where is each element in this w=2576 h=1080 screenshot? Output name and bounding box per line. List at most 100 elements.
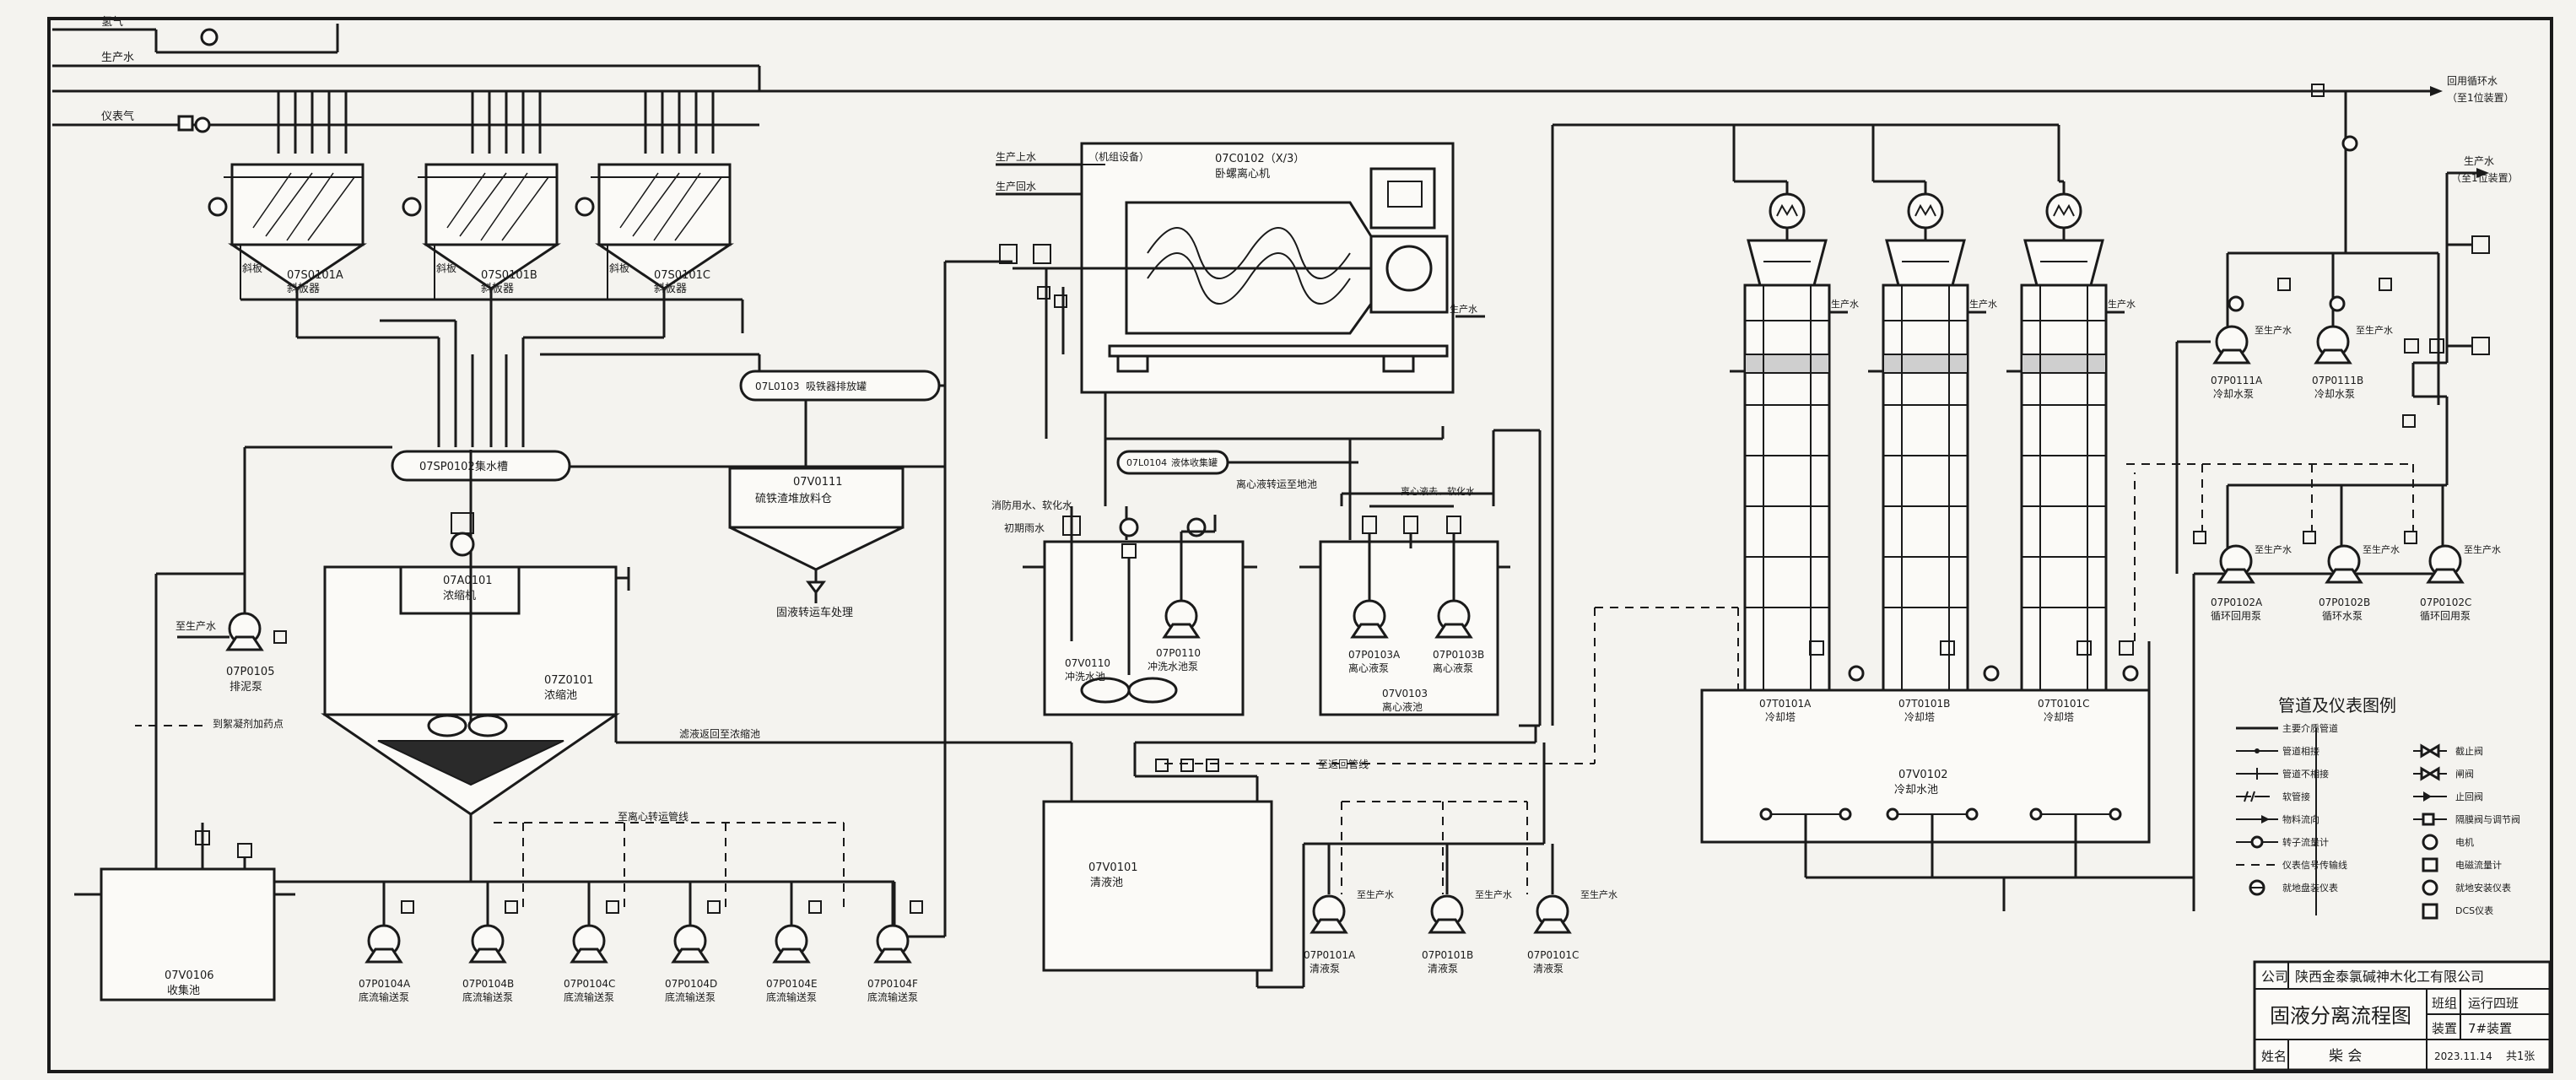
centrifuge-name: 卧螺离心机 [1215,167,1270,181]
low-pool-name: 收集池 [167,984,200,997]
clear-pump-a-tag: 07P0101A [1304,949,1356,961]
thickener-b-name: 斜板器 [481,283,514,295]
circ-bottom-b-tag: 07P0102B [2319,597,2370,608]
legend-left-1: 管道相接 [2282,745,2319,757]
legend-left-3: 软管接 [2282,791,2310,802]
sludge-note: 到絮凝剂加药点 [213,717,284,730]
circ-pumps-bottom [2126,397,2465,584]
thickener-07s0101b [402,91,561,308]
drawing-date: 2023.11.14 [2434,1050,2492,1062]
cooling-tower-c [2006,180,2125,692]
centrifuge-note: （机组设备） [1088,151,1149,163]
thickener-c-tag: 07S0101C [654,269,710,282]
inlet-3-label: 仪表气 [101,110,134,123]
title-block [2253,960,2552,1072]
clear-pump-c-tag: 07P0101C [1527,949,1579,961]
sump-left-note-1: 消防用水、软化水 [991,499,1072,511]
legend-left-6: 仪表信号传输线 [2282,859,2347,871]
clear-pump-c-name: 清液泵 [1533,962,1563,975]
clear-pump-b-tag: 07P0101B [1422,949,1473,961]
cold-pool-07v0102 [1700,472,2195,911]
slurry-pump-f-tag: 07P0104F [867,978,918,990]
mixer-tag: 07A0101 [443,575,493,587]
sludge-pump-name: 排泥泵 [230,681,262,694]
sump-07v0110 [1023,506,1257,716]
sludge-pump-tag: 07P0105 [226,666,274,678]
circ-top-b-tag: 07P0111B [2312,375,2363,386]
centrifuge-outlet-tank [1104,426,1445,540]
header-tank-name: 集水槽 [475,460,508,473]
slurry-pump-a-tag: 07P0104A [359,978,411,990]
slurry-pump-c [570,882,619,964]
inlet-1-label: 氢气 [101,15,123,29]
clear-pool-name: 清液池 [1090,877,1123,889]
thickener-b-side: 斜板 [436,262,456,274]
circ-bottom-a-feed: 至生产水 [2255,543,2292,555]
slurry-pump-a-name: 底流输送泵 [359,991,409,1003]
thickener-a-side: 斜板 [242,262,262,274]
device-label: 装置 [2432,1021,2457,1036]
circ-bottom-b-name: 循环水泵 [2322,610,2363,622]
legend-left-2: 管道不相接 [2282,768,2329,780]
clear-pump-c-feed: 至生产水 [1580,888,1617,900]
sump-right-pump-b-name: 离心液泵 [1433,662,1473,674]
circ-top-a-tag: 07P0111A [2211,375,2263,386]
thickener-a-name: 斜板器 [287,283,320,295]
clear-pump-a-feed: 至生产水 [1357,888,1394,900]
legend-title: 管道及仪表图例 [2278,695,2396,716]
sump-right-pump-a-name: 离心液泵 [1348,662,1389,674]
pool-07v0106 [74,823,295,1002]
class-label: 班组 [2432,996,2457,1011]
clear-pump-b-name: 清液泵 [1428,962,1458,975]
name-label: 姓名 [2261,1049,2287,1064]
thickener-a-tag: 07S0101A [287,269,343,282]
sump-left-note-2: 初期雨水 [1004,522,1045,534]
return-note: 至返回管线 [1318,758,1369,770]
inlet-2-label: 生产水 [101,51,134,64]
centrifuge-outlet-name: 液体收集罐 [1171,456,1218,468]
clear-pool-tag: 07V0101 [1088,861,1138,874]
tower-c-tag: 07T0101C [2038,698,2090,710]
slurry-pump-c-tag: 07P0104C [564,978,615,990]
sump-right-pump-b-tag: 07P0103B [1433,649,1484,661]
circ-bottom-b-feed: 至生产水 [2363,543,2400,555]
slurry-pump-b [468,882,518,964]
slurry-pump-f [873,882,923,964]
cold-pool-tag: 07V0102 [1898,769,1948,781]
thickener-collector-lines [240,298,761,447]
tower-b-name: 冷却塔 [1904,711,1935,723]
sump-right-name: 离心液池 [1382,700,1423,713]
legend-right-7: DCS仪表 [2455,904,2493,916]
pipe-tank-name: 吸铁器排放罐 [806,380,867,392]
sump-right-tag: 07V0103 [1382,688,1428,699]
circ-bottom-c-name: 循环回用泵 [2420,610,2471,622]
mixer-name: 浓缩机 [443,589,476,602]
thickener-c-side: 斜板 [609,262,629,274]
circ-bottom-c-feed: 至生产水 [2464,543,2501,555]
pipe-tank-tag: 07L0103 [755,381,800,392]
inlet-lines [52,24,2363,133]
company-label: 公司 [2261,969,2288,985]
slurry-pump-e-name: 底流输送泵 [766,991,817,1003]
sump-right-note: 离心液去、软化水 [1401,485,1475,497]
tower-b-tag: 07T0101B [1898,698,1950,710]
thickener-07s0101a [208,91,367,308]
tower-c-name: 冷却塔 [2044,711,2074,723]
clear-pump-c [1533,844,1572,934]
company-name: 陕西金泰氯碱神木化工有限公司 [2295,969,2484,985]
centrifuge-feed-1: 生产上水 [996,151,1036,163]
tower-c-side: 生产水 [2108,298,2136,310]
sump-left-tag: 07V0110 [1065,657,1110,669]
class-value: 运行四班 [2468,996,2519,1011]
slurry-pump-d [671,882,721,964]
circ-top-a-name: 冷却水泵 [2213,388,2254,400]
slurry-pump-a [365,882,414,964]
circ-pumps-top [2175,235,2490,911]
drawing-frame [47,17,2553,1073]
legend [2236,726,2447,920]
sump-right-pump-a-tag: 07P0103A [1348,649,1401,661]
outlet-upper-note: （至1位装置） [2447,91,2514,104]
slurry-pump-f-name: 底流输送泵 [867,991,918,1003]
tower-a-tag: 07T0101A [1759,698,1812,710]
